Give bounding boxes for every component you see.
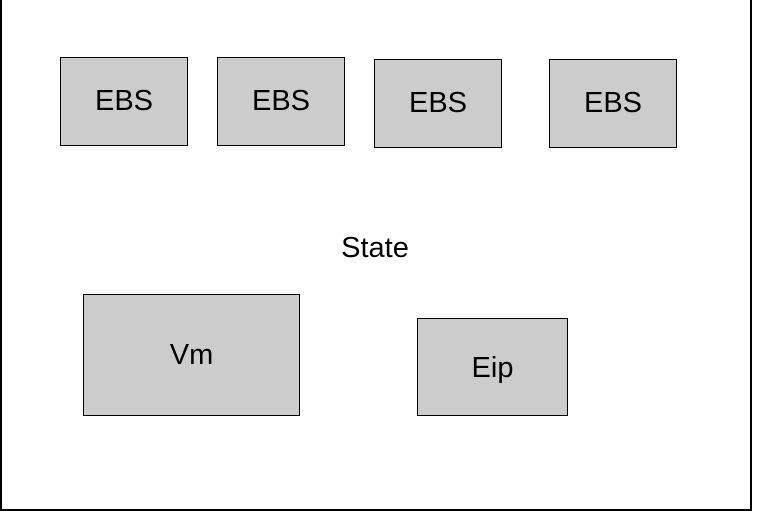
ebs-box-1: EBS <box>60 57 188 146</box>
eip-box: Eip <box>417 318 568 416</box>
ebs-box-3: EBS <box>374 59 502 148</box>
vm-box: Vm <box>83 294 300 416</box>
ebs-box-4: EBS <box>549 59 677 148</box>
state-label: State <box>341 232 409 264</box>
ebs-box-2: EBS <box>217 57 345 146</box>
